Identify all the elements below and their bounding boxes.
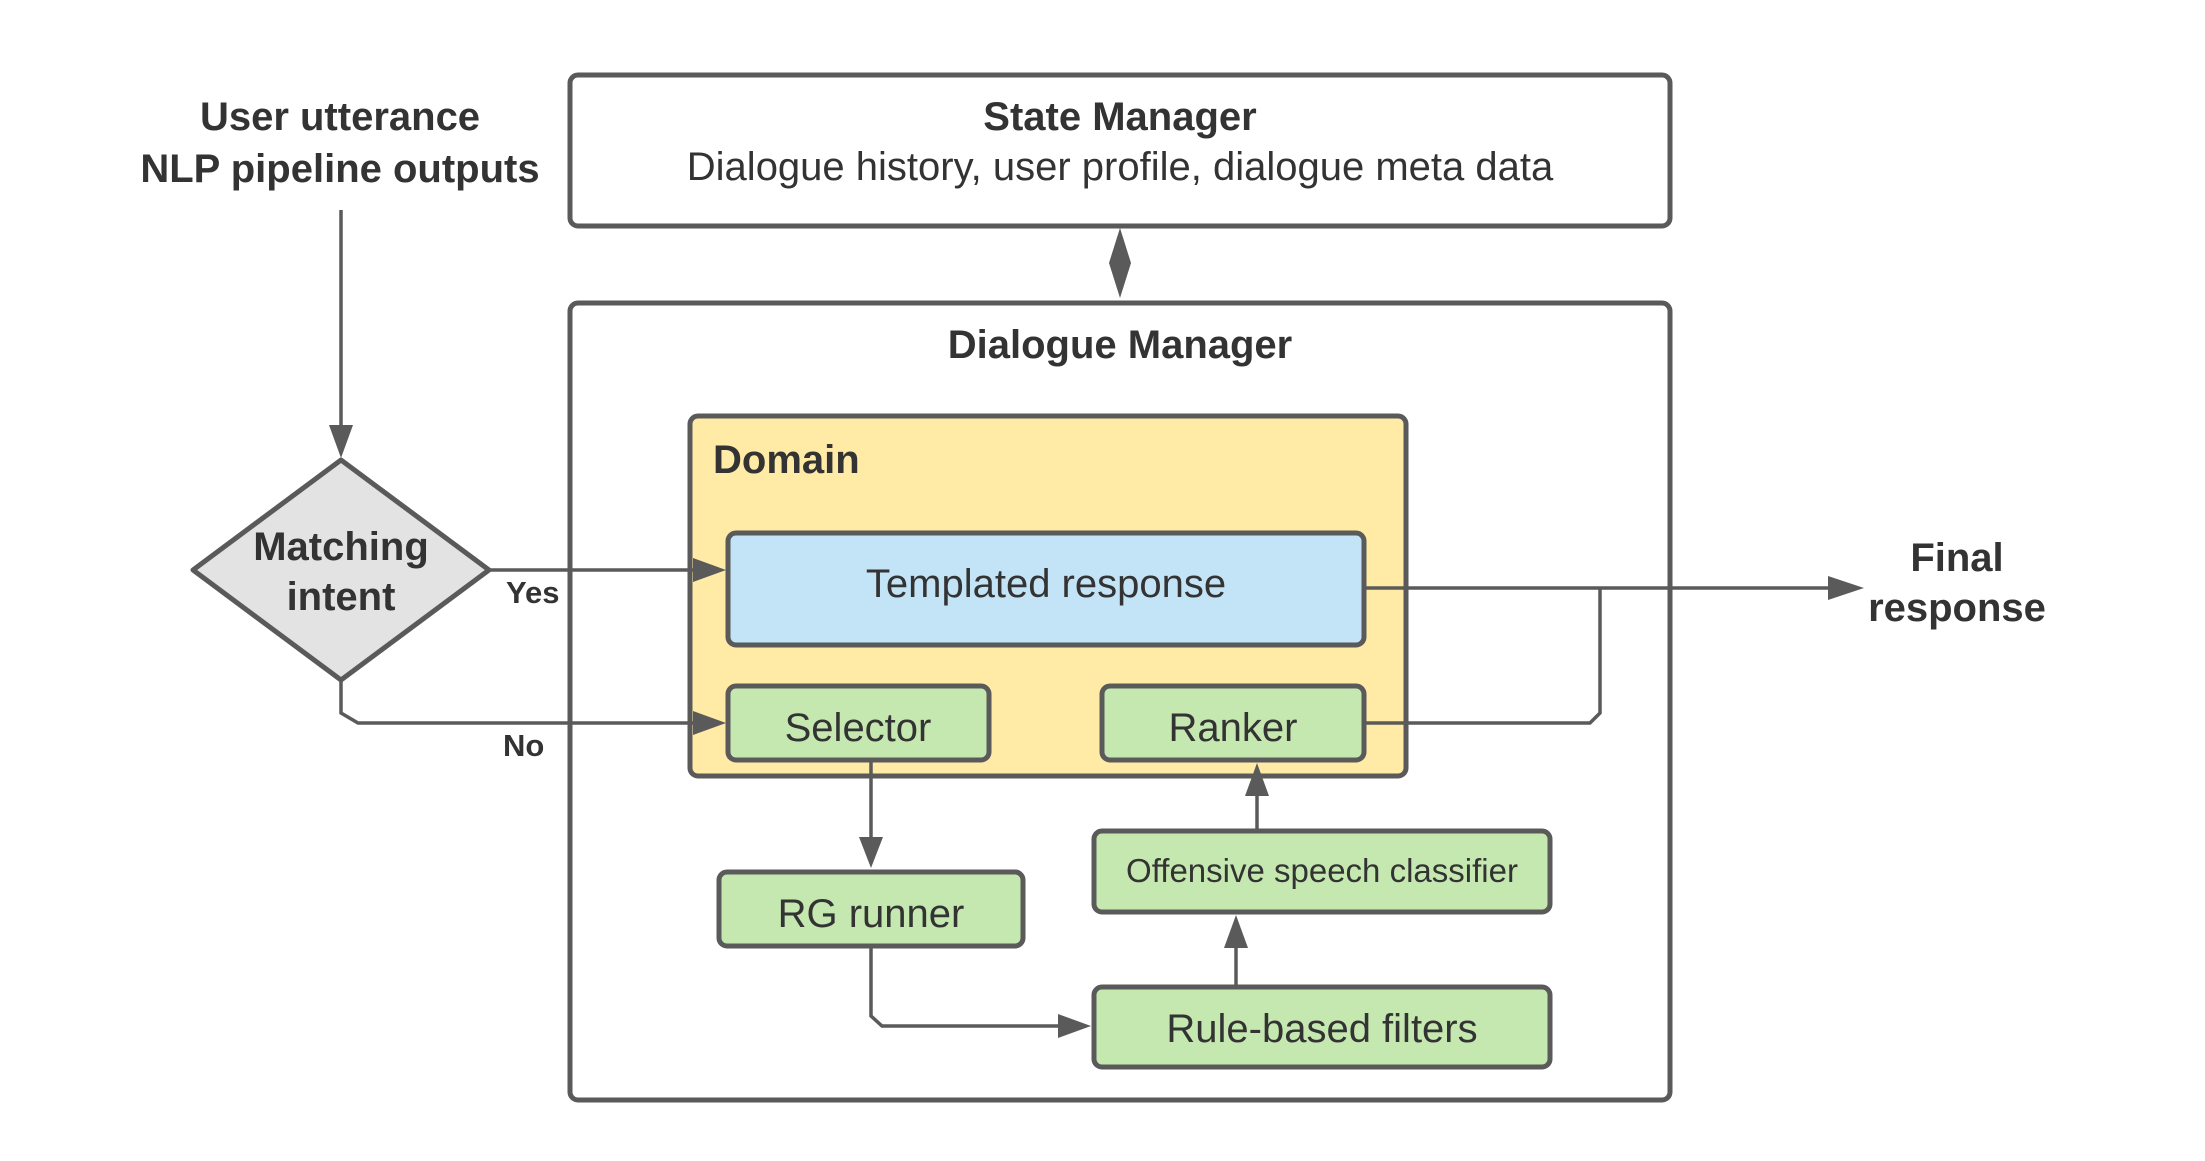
matching-intent-line1: Matching [253, 525, 429, 569]
offensive-classifier-label: Offensive speech classifier [1126, 852, 1518, 889]
ranker-to-final-line [1365, 588, 1602, 725]
state-dialogue-bidirectional-arrow [1109, 228, 1131, 298]
classifier-to-ranker-arrowhead [1245, 763, 1269, 796]
ranker-label: Ranker [1169, 706, 1298, 750]
ranker-box [1099, 683, 1367, 763]
dialogue-manager-title: Dialogue Manager [948, 323, 1293, 367]
selector-box [725, 683, 992, 763]
rule-filters-box [1091, 984, 1553, 1070]
matching-intent-diamond [190, 457, 492, 683]
no-label: No [503, 728, 544, 763]
final-response-arrowhead [1828, 576, 1864, 600]
rg-runner-box [716, 869, 1026, 949]
templated-response-box [725, 530, 1367, 648]
templated-response-label: Templated response [866, 562, 1226, 606]
rg-to-filters-line [869, 947, 1058, 1028]
input-label-line1: User utterance [200, 95, 480, 139]
yes-branch-arrowhead [693, 558, 726, 582]
state-manager-subtitle: Dialogue history, user profile, dialogue… [687, 145, 1554, 189]
input-to-decision-arrowhead [329, 425, 353, 458]
rg-runner-label: RG runner [778, 892, 965, 936]
selector-to-rg-arrowhead [859, 837, 883, 868]
state-manager-box [567, 72, 1673, 229]
yes-label: Yes [506, 575, 559, 610]
offensive-classifier-box [1091, 828, 1553, 915]
rule-filters-label: Rule-based filters [1166, 1007, 1477, 1051]
selector-label: Selector [785, 706, 932, 750]
final-response-line1: Final [1910, 536, 2003, 580]
state-manager-title: State Manager [983, 95, 1256, 139]
input-label-line2: NLP pipeline outputs [140, 147, 539, 191]
no-branch-arrowhead [693, 711, 726, 735]
matching-intent-line2: intent [287, 575, 396, 619]
domain-title: Domain [713, 438, 860, 482]
no-branch-line [339, 680, 693, 725]
final-response-line2: response [1868, 586, 2046, 630]
filters-to-classifier-arrowhead [1224, 915, 1248, 948]
rg-to-filters-arrowhead [1058, 1014, 1091, 1038]
